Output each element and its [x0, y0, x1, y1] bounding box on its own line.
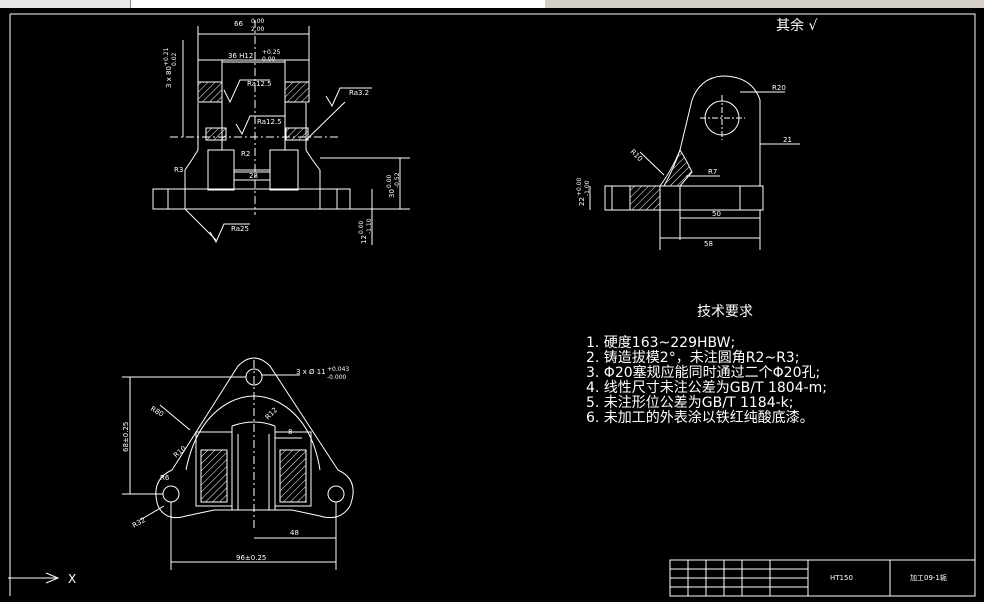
- title-block-drawing-name: 加工09-1轭: [910, 573, 947, 582]
- front-left-lug-section: [197, 81, 223, 103]
- svg-text:0.00: 0.00: [262, 56, 276, 63]
- front-right-lug-section: [284, 81, 310, 103]
- label-r7: R7: [708, 168, 717, 176]
- dim-30: 30: [388, 189, 396, 198]
- svg-text:2.00: 2.00: [251, 26, 265, 33]
- label-r2: R2: [241, 150, 250, 158]
- front-right-wall: [305, 103, 321, 189]
- label-3-holes: 3 x Ø 11: [296, 368, 326, 376]
- svg-text:+0.043: +0.043: [327, 366, 349, 373]
- tech-req-item-4: 4. 线性尺寸未注公差为GB/T 1804-m;: [586, 380, 827, 396]
- svg-text:0.02: 0.02: [171, 52, 178, 66]
- dim-8: 8: [288, 428, 292, 436]
- dim-36: 36 H12: [228, 52, 253, 60]
- top-hole-right: [327, 485, 345, 503]
- top-outline: [155, 357, 354, 519]
- svg-text:+0.00: +0.00: [576, 177, 583, 196]
- label-r10: R10: [629, 148, 644, 163]
- dim-22: 22: [578, 197, 586, 206]
- label-r12: R12: [264, 406, 279, 421]
- title-block: HT150 加工09-1轭: [669, 559, 976, 597]
- dim-28: 28: [249, 172, 258, 180]
- svg-text:-1.10: -1.10: [366, 218, 373, 234]
- toolbar-area[interactable]: [130, 0, 545, 8]
- side-base: [604, 185, 764, 211]
- svg-text:-1.00: -1.00: [584, 180, 591, 196]
- dim-3x80: 3 x 80: [165, 66, 173, 88]
- ra-3-2: Ra3.2: [349, 89, 369, 97]
- tech-req-item-5: 5. 未注形位公差为GB/T 1184-k;: [586, 395, 793, 411]
- front-view: 66 0.00 2.00 36 H12 +0.25 0.00 3 x 80 +0…: [152, 18, 410, 245]
- tech-req-item-6: 6. 未加工的外表涂以铁红纯酸底漆。: [586, 410, 814, 426]
- label-r32: R32: [131, 516, 147, 530]
- front-base-plate: [152, 188, 351, 210]
- svg-text:-0.000: -0.000: [327, 374, 347, 381]
- ucs-x-label: X: [68, 572, 76, 586]
- label-r20: R20: [772, 84, 786, 92]
- window-top-strip: [0, 0, 984, 8]
- dim-96: 96±0.25: [236, 554, 266, 562]
- tech-req-item-1: 1. 硬度163~229HBW;: [586, 335, 735, 351]
- drawing-border: [10, 13, 976, 596]
- tech-requirements: 技术要求 1. 硬度163~229HBW; 2. 铸造拔模2°，未注圆角R2~R…: [586, 304, 827, 426]
- dim-68: 68±0.25: [122, 422, 130, 452]
- top-hole-left: [162, 485, 180, 503]
- ucs-icon: X: [8, 560, 76, 596]
- corner-roughness-note: 其余 √: [776, 17, 817, 34]
- top-view: 3 x Ø 11 +0.043 -0.000 68±0.25 R80 R12 R…: [122, 357, 354, 570]
- dim-50: 50: [712, 210, 721, 218]
- ra-12-5-a: Ra12.5: [247, 80, 272, 88]
- drawing-canvas[interactable]: 其余 √ 66 0.00 2.00: [0, 8, 984, 602]
- ra-12-5-b: Ra12.5: [257, 118, 282, 126]
- dim-12: 12: [360, 235, 368, 244]
- svg-text:0.00: 0.00: [358, 220, 365, 234]
- svg-text:+0.25: +0.25: [262, 49, 281, 56]
- tech-req-item-2: 2. 铸造拔模2°，未注圆角R2~R3;: [586, 350, 799, 366]
- dim-48: 48: [290, 529, 299, 537]
- title-block-material: HT150: [830, 574, 853, 582]
- svg-text:-0.52: -0.52: [394, 172, 401, 188]
- front-left-wall: [184, 103, 199, 189]
- ra-25: Ra25: [231, 225, 249, 233]
- side-lug-outline: [659, 75, 761, 187]
- menu-area[interactable]: [0, 0, 130, 8]
- tech-req-item-3: 3. Φ20塞规应能同时通过二个Φ20孔;: [586, 364, 820, 381]
- dim-21: 21: [783, 136, 792, 144]
- tech-req-title: 技术要求: [697, 304, 753, 320]
- side-view: R20 R10 R7 21 22 +0.00 -1.00 50 58: [576, 75, 800, 250]
- svg-text:+0.21: +0.21: [163, 47, 170, 66]
- svg-text:0.00: 0.00: [251, 18, 265, 25]
- dim-58: 58: [704, 240, 713, 248]
- dim-66: 66: [234, 20, 243, 28]
- svg-text:0.00: 0.00: [386, 174, 393, 188]
- label-r6: R6: [160, 474, 170, 482]
- label-r3: R3: [174, 166, 183, 174]
- toolbar-right-area[interactable]: [548, 0, 984, 8]
